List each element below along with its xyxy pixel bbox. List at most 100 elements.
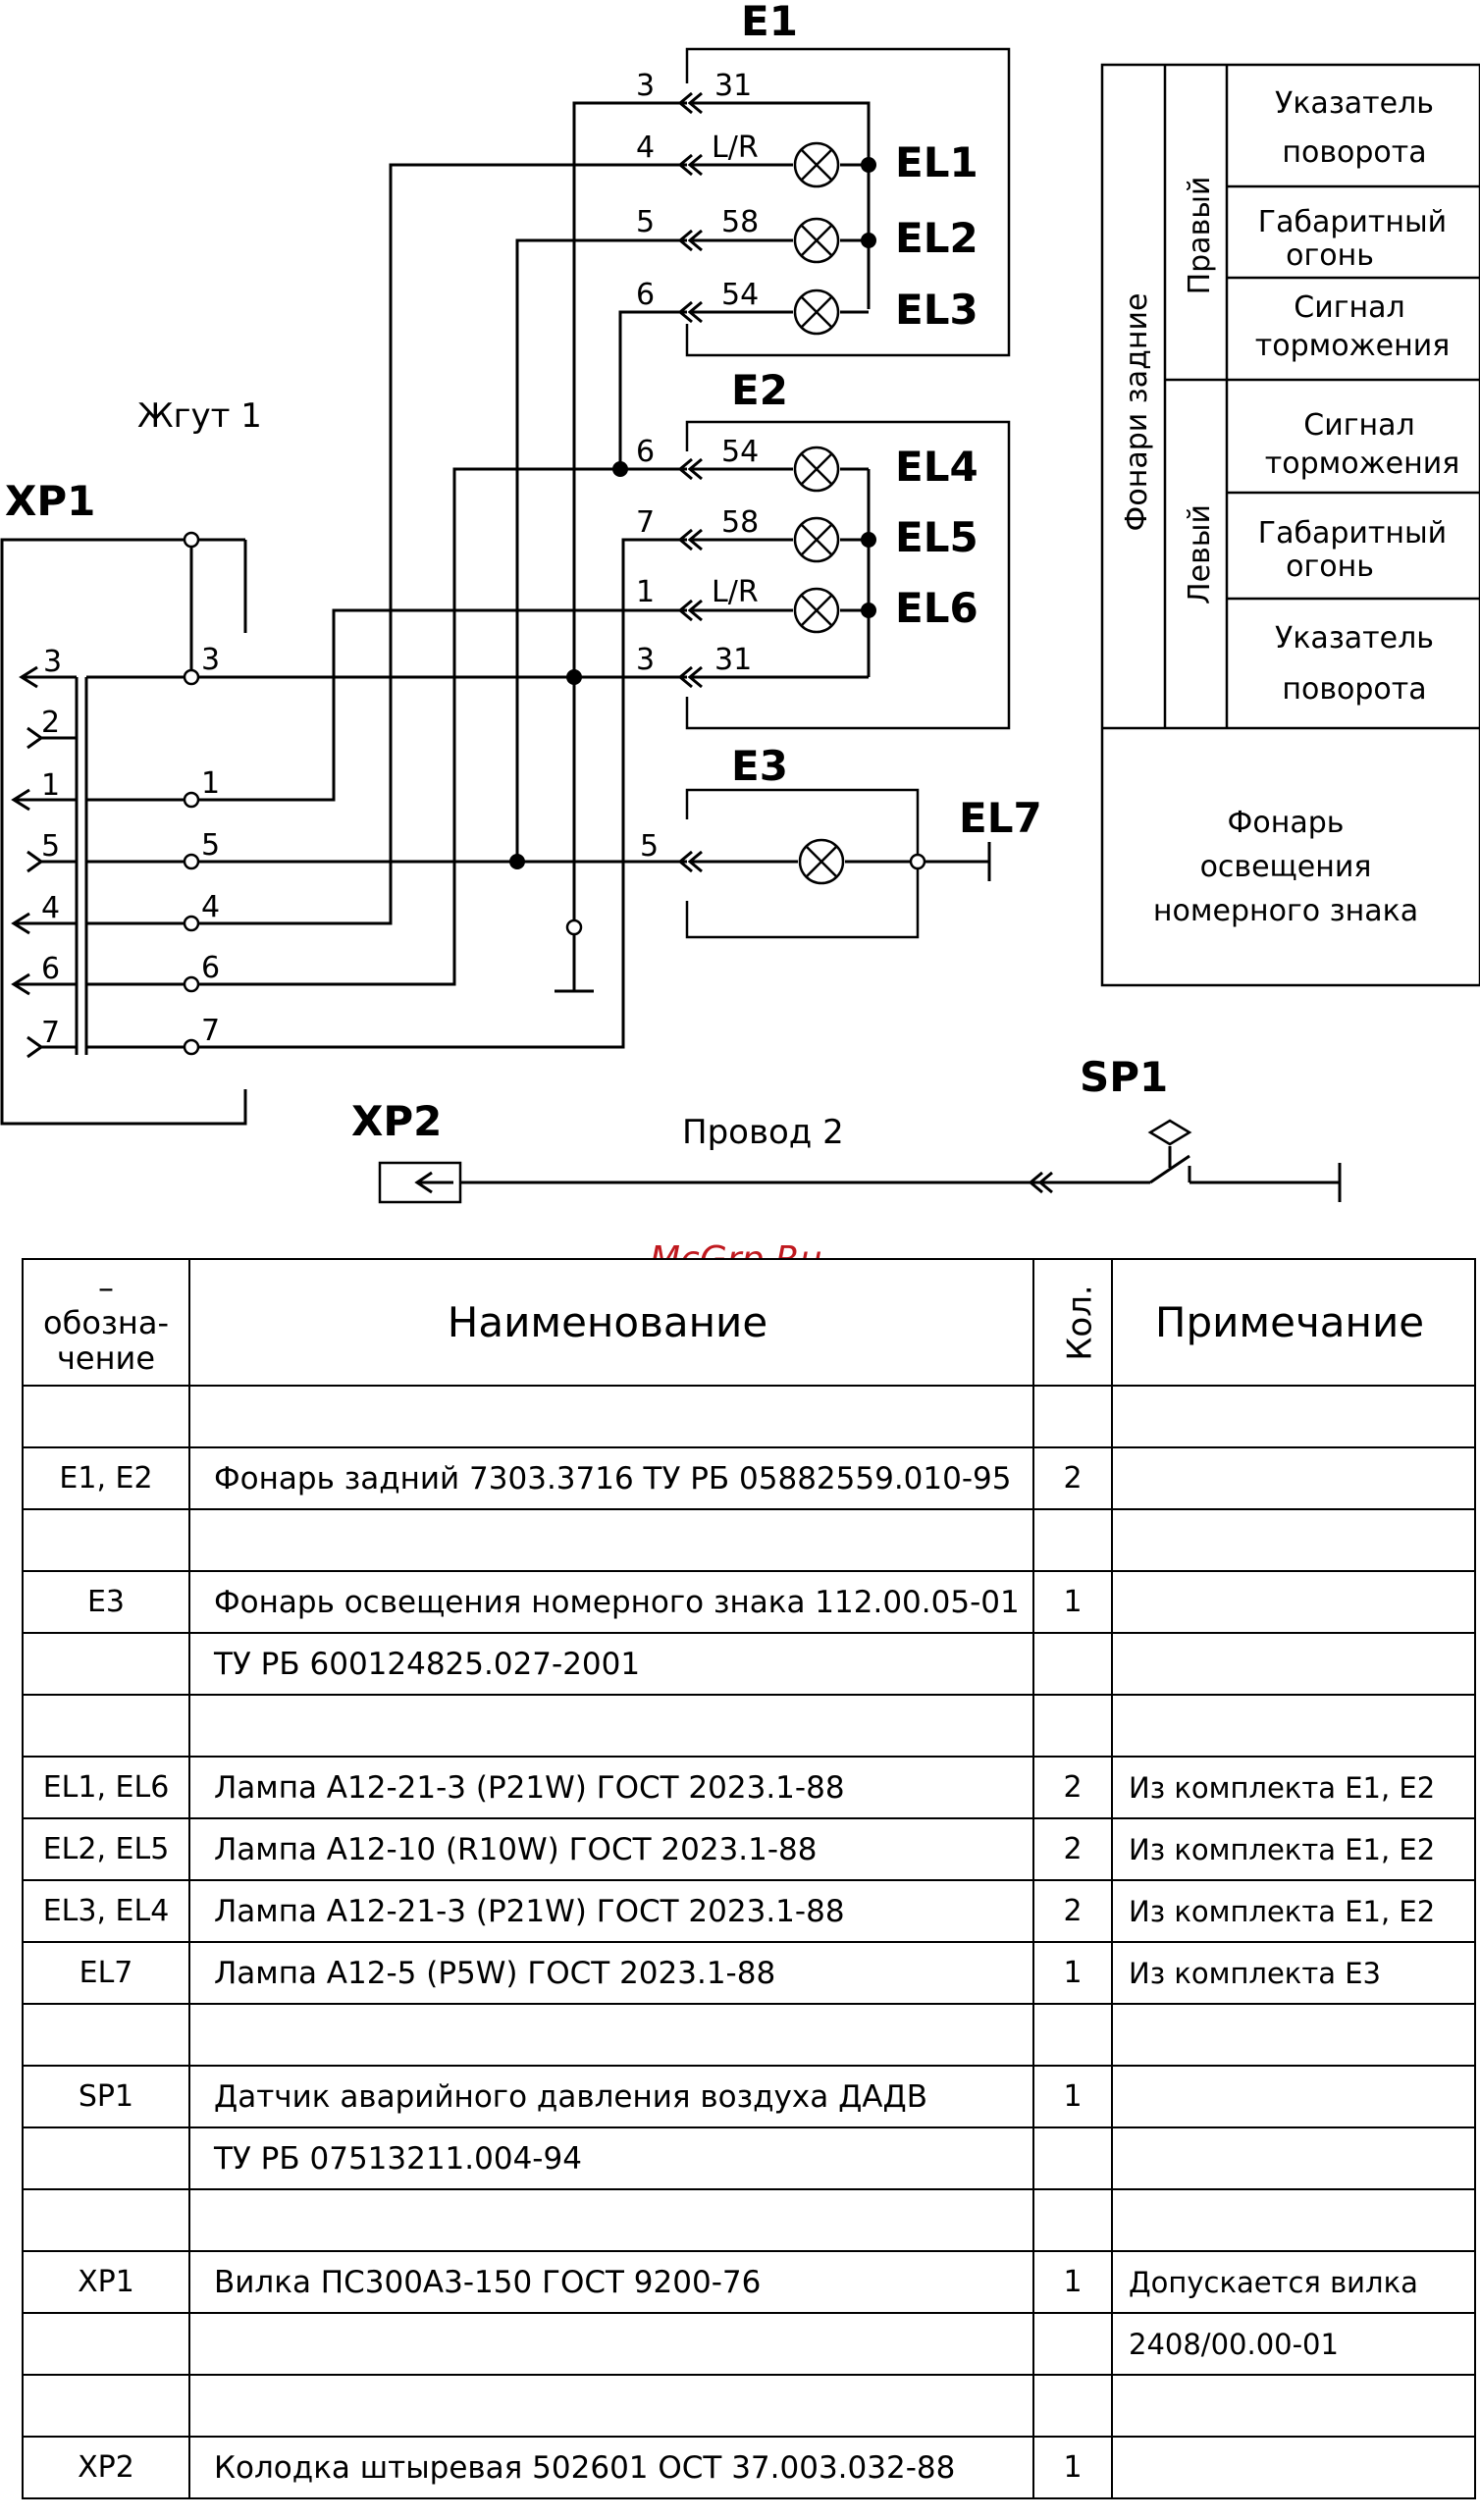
name-cell [188,2374,1034,2438]
note-cell [1111,1632,1476,1696]
qty-cell [1032,2003,1113,2067]
designation-cell [22,1508,190,1572]
watermark: McGrp.Ru [650,1239,822,1258]
note-cell [1111,2126,1476,2190]
qty-cell [1032,1694,1113,1758]
table-row [22,2188,1476,2252]
note-cell [1111,1694,1476,1758]
designation-cell: E1, E2 [22,1446,190,1510]
name-cell: Вилка ПС300А3-150 ГОСТ 9200-76 [188,2250,1034,2314]
wire-number: 4 [636,131,655,165]
legend-item: торможения [1265,446,1460,481]
qty-cell [1032,2188,1113,2252]
xp2-label: XP2 [351,1097,442,1145]
qty-cell [1032,2126,1113,2190]
note-cell [1111,1508,1476,1572]
legend-item: Сигнал [1303,408,1414,443]
note-cell [1111,2374,1476,2438]
name-cell [188,2188,1034,2252]
note-cell [1111,1385,1476,1448]
name-cell [188,2312,1034,2376]
note-cell: Допускается вилка [1111,2250,1476,2314]
wire-number: 1 [636,575,655,609]
designation-cell [22,2312,190,2376]
pin-name: 31 [714,69,752,103]
lamp-el5 [793,516,840,563]
name-cell: Лампа А12-10 (R10W) ГОСТ 2023.1-88 [188,1817,1034,1881]
note-cell [1111,1446,1476,1510]
name-cell: Лампа А12-21-3 (P21W) ГОСТ 2023.1-88 [188,1879,1034,1943]
designation-cell [22,2003,190,2067]
wire-number: 5 [640,829,659,864]
designation-cell [22,2126,190,2190]
harness-pin: 4 [201,890,220,924]
legend-item: Габаритный [1258,516,1447,551]
table-row [22,1508,1476,1572]
qty-cell: 1 [1032,1941,1113,2005]
header-qty: Кол. [1032,1258,1113,1387]
legend-item: огонь [1286,238,1374,273]
block-e3: E3 5 EL7 [640,742,1042,939]
designation-cell: XP2 [22,2436,190,2499]
qty-cell: 1 [1032,1570,1113,1634]
harness-pin: 3 [201,643,220,677]
designation-cell [22,1694,190,1758]
name-cell: ТУ РБ 07513211.004-94 [188,2126,1034,2190]
harness-label: Жгут 1 [137,396,262,436]
pin-name: 58 [721,205,759,239]
harness-pin: 7 [201,1014,220,1048]
designation-cell [22,2188,190,2252]
lamp-el2 [793,217,840,264]
legend-item: Указатель [1275,621,1434,656]
wire-number: 6 [636,278,655,312]
name-cell: Лампа А12-5 (P5W) ГОСТ 2023.1-88 [188,1941,1034,2005]
wiring-schematic: XP1 3 2 1 5 4 6 7 Жгут 1 3 [0,0,1480,1258]
specification-table: – обозна- чение Наименование Кол. Примеч… [22,1258,1476,2499]
block-e1-label: E1 [741,0,798,45]
qty-cell: 2 [1032,1879,1113,1943]
lamp-el7 [798,838,845,885]
lamp-el1 [793,141,840,188]
qty-cell: 2 [1032,1446,1113,1510]
note-cell: Из комплекта E1, E2 [1111,1756,1476,1819]
lamp-label: EL7 [959,794,1042,842]
legend-item: Габаритный [1258,205,1447,239]
xp1-pin: 5 [41,829,60,864]
designation-cell: EL7 [22,1941,190,2005]
legend-item: освещения [1200,850,1372,884]
block-e2: E2 6 54 7 58 1 L/R 3 31 EL4 EL5 EL6 [636,366,1011,730]
table-header-row: – обозна- чение Наименование Кол. Примеч… [22,1258,1476,1387]
table-row [22,1385,1476,1448]
wire-number: 3 [636,643,655,677]
sp1-label: SP1 [1080,1053,1168,1101]
lamp-el4 [793,446,840,493]
pin-name: L/R [712,131,759,165]
table-row [22,2003,1476,2067]
qty-cell [1032,2312,1113,2376]
lamp-label: EL2 [895,214,978,262]
lamp-el6 [793,587,840,634]
legend-item: Сигнал [1294,290,1404,325]
note-cell [1111,1570,1476,1634]
note-cell [1111,2436,1476,2499]
note-cell: 2408/00.00-01 [1111,2312,1476,2376]
pin-name: 54 [721,435,759,469]
wire-number: 5 [636,205,655,239]
designation-cell: XP1 [22,2250,190,2314]
header-note: Примечание [1111,1258,1476,1387]
table-row [22,1694,1476,1758]
xp1-pin: 3 [43,645,62,679]
harness-pin: 5 [201,828,220,863]
legend-left-label: Левый [1183,504,1217,604]
xp1-pin: 4 [41,891,60,925]
lamp-label: EL5 [895,513,978,561]
table-row: 2408/00.00-01 [22,2312,1476,2376]
table-row: ТУ РБ 600124825.027-2001 [22,1632,1476,1696]
lamp-label: EL1 [895,138,978,186]
